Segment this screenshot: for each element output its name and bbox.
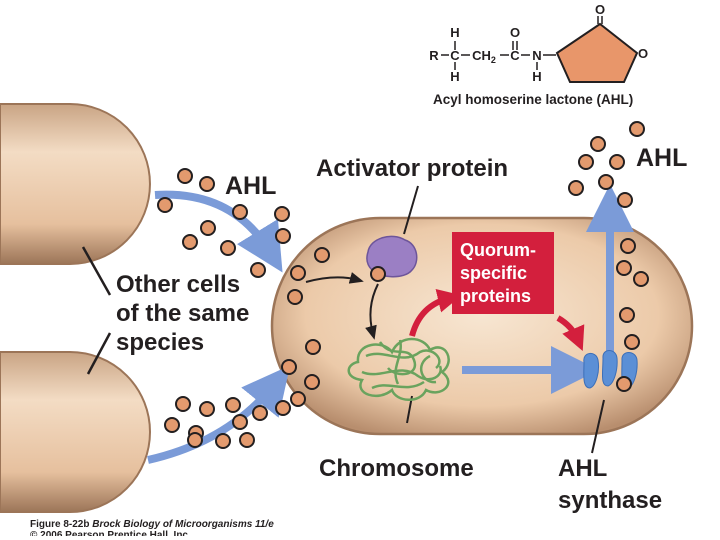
other-cells-pointer-top [81,246,112,296]
label-other-cells-line-2: of the same [116,300,249,327]
ahl-inflow-arrow-top [154,190,283,273]
ahl-molecule-dot [590,136,606,152]
ahl-molecule-dot [620,238,636,254]
ahl-inflow-arrow-bottom [147,365,291,464]
ahl-molecule-dot [187,432,203,448]
label-chromosome: Chromosome [319,455,474,482]
chain-r: R [429,48,439,63]
ahl-molecule-dot [624,334,640,350]
ring-o-right: O [638,46,648,61]
atom-h-top: H [450,25,459,40]
label-other-cells-line-1: Other cells [116,271,240,298]
ahl-molecule-dot [225,397,241,413]
ahl-molecule-dot [175,396,191,412]
ahl-molecule-dot [314,247,330,263]
ahl-molecule-dot [370,266,386,282]
ahl-molecule-dot [616,260,632,276]
ahl-molecule-dot [252,405,268,421]
ahl-molecule-dot [239,432,255,448]
ahl-molecule-dot [616,376,632,392]
ahl-molecule-dot [275,228,291,244]
label-ahl-right: AHL [636,144,687,172]
ahl-molecule-dot [305,339,321,355]
ahl-structure: H O R C CH2 C N H H O O Acyl homoserine … [429,2,648,107]
quorum-line-1: Quorum- [460,240,536,260]
ahl-molecule-dot [220,240,236,256]
ahl-molecule-dot [250,262,266,278]
atom-o-top: O [510,25,520,40]
label-activator-protein: Activator protein [316,155,508,182]
other-cells-pointer-bottom [86,332,112,375]
red-arrow-to-synthase [556,315,585,352]
chain-c1: C [450,48,460,63]
ahl-molecule-dot [598,174,614,190]
ahl-molecule-dot [157,197,173,213]
ahl-molecule-dot [177,168,193,184]
ahl-molecule-dot [633,271,649,287]
ahl-molecule-dot [164,417,180,433]
caption-book: Brock Biology of Microorganisms 11/e [92,519,274,530]
ahl-molecule-dot [290,265,306,281]
caption-figure: Figure 8-22b [30,519,90,530]
structure-name: Acyl homoserine lactone (AHL) [433,92,633,107]
figure-caption: Figure 8-22b Brock Biology of Microorgan… [30,519,274,536]
activator-pointer [403,185,419,235]
neighbor-cell-top [0,103,151,265]
caption-copyright: © 2006 Pearson Prentice Hall, Inc. [30,530,191,536]
ahl-molecule-dot [629,121,645,137]
ahl-molecule-dot [619,307,635,323]
label-ahl-synthase-line-1: AHL [558,455,607,482]
ahl-synthase-shapes [583,350,638,389]
ahl-molecule-dot [617,192,633,208]
ahl-molecule-dot [304,374,320,390]
ahl-molecule-dot [274,206,290,222]
ahl-molecule-dot [275,400,291,416]
ahl-molecule-dot [578,154,594,170]
ahl-molecule-dot [281,359,297,375]
atom-h-bottom-1: H [450,69,459,84]
atom-h-bottom-2: H [532,69,541,84]
quorum-line-2: specific [460,263,527,283]
ahl-molecule-dot [199,176,215,192]
red-arrow-to-quorum [409,289,462,337]
ahl-molecule-dot [199,401,215,417]
synthase-pointer [591,399,605,454]
ahl-molecule-dot [287,289,303,305]
label-ahl-left: AHL [225,172,276,200]
chain-n: N [532,48,541,63]
ahl-molecule-dot [182,234,198,250]
ahl-molecule-dot [232,414,248,430]
ahl-molecule-dot [200,220,216,236]
chain-c2: C [510,48,520,63]
lactone-ring [555,22,639,83]
ahl-molecule-dot [232,204,248,220]
ahl-molecule-dot [215,433,231,449]
quorum-proteins-box [452,232,554,314]
ahl-binding-arrow [305,272,364,284]
ahl-molecule-dot [290,391,306,407]
ahl-molecules [157,121,649,449]
ahl-molecule-dot [609,154,625,170]
label-ahl-synthase-line-2: synthase [558,487,662,514]
chromosome-shape [347,337,450,401]
ring-o-top: O [595,2,605,17]
quorum-line-3: proteins [460,286,531,306]
complex-to-chromosome-arrow [365,283,379,340]
chain-ch2: CH2 [472,48,496,65]
label-other-cells-line-3: species [116,329,204,356]
neighbor-cell-bottom [0,351,151,513]
ahl-molecule-dot [568,180,584,196]
